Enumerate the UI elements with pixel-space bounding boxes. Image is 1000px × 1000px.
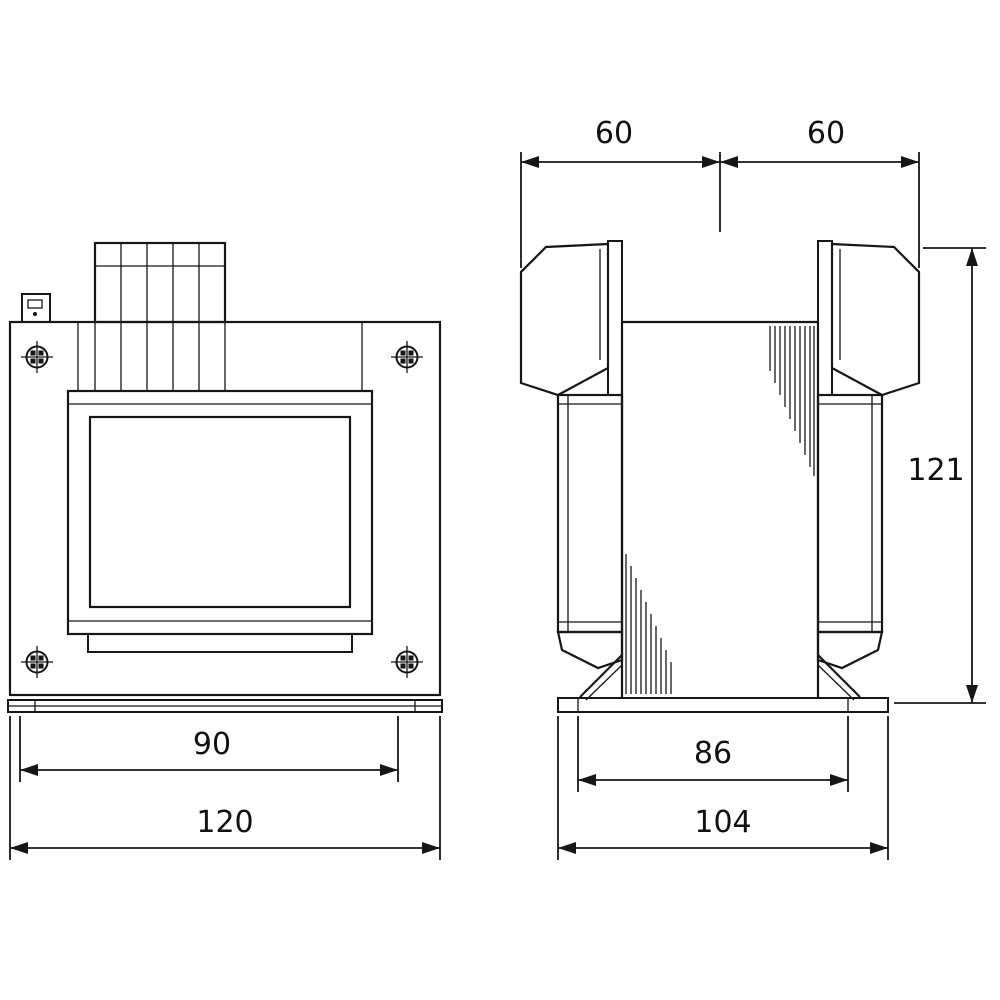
dimension-top-depths: 60 60: [520, 116, 920, 268]
dim-label-120: 120: [196, 805, 253, 840]
dim-label-90: 90: [193, 727, 231, 762]
dim-label-104: 104: [694, 805, 751, 840]
bobbin-flanges: [607, 240, 833, 396]
ground-tab: [21, 293, 51, 323]
front-base: [7, 699, 443, 713]
dim-label-86: 86: [694, 736, 732, 771]
dimension-base-overall-depth: 104: [557, 716, 889, 860]
end-turns-bottom: [556, 630, 884, 670]
terminal-block: [93, 241, 227, 391]
mounting-hole-top-right: [390, 340, 424, 374]
dim-label-121: 121: [907, 453, 964, 488]
coil-side-sections: [556, 393, 884, 634]
coil-front: [66, 389, 374, 653]
dimension-front-inner-width: 90: [19, 716, 399, 782]
dim-label-60-right: 60: [807, 116, 845, 151]
dimension-overall-height: 121: [894, 247, 986, 704]
front-view: 90 120: [7, 241, 443, 860]
end-turns-top: [519, 242, 921, 397]
dimension-front-overall-width: 120: [9, 716, 441, 860]
dimension-base-inner-depth: 86: [577, 716, 849, 792]
mounting-hole-bottom-left: [20, 645, 54, 679]
side-view: 60 60 121 86 104: [519, 116, 986, 860]
dim-label-60-left: 60: [595, 116, 633, 151]
side-base-bracket: [557, 654, 889, 713]
mounting-hole-bottom-right: [390, 645, 424, 679]
mounting-hole-top-left: [20, 340, 54, 374]
lamination-hatching: [625, 326, 815, 694]
